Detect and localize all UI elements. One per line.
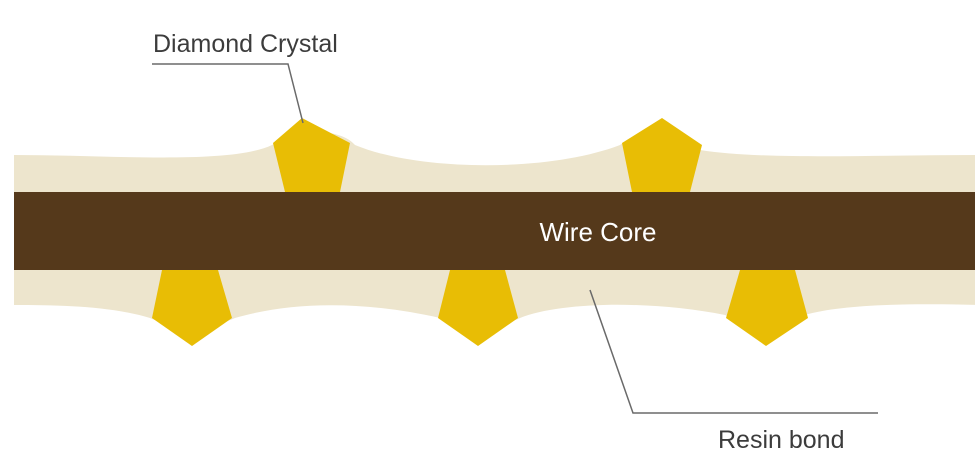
diamond-crystal-leader-line <box>152 63 304 124</box>
wire-core-label: Wire Core <box>539 217 656 247</box>
resin-bond-label: Resin bond <box>718 426 844 454</box>
resin-bond-leader-line <box>589 289 878 414</box>
diamond-crystal-bottom-2 <box>438 270 518 346</box>
diamond-crystal-bottom-1 <box>152 270 232 346</box>
resin-bond-top-layer <box>14 132 975 195</box>
diamond-crystal-bottom-3 <box>726 270 808 346</box>
wire-core <box>14 192 975 270</box>
diamond-crystal-top-2 <box>622 118 702 192</box>
diamond-crystal-label: Diamond Crystal <box>153 30 338 58</box>
diamond-crystal-top-1 <box>273 118 350 192</box>
